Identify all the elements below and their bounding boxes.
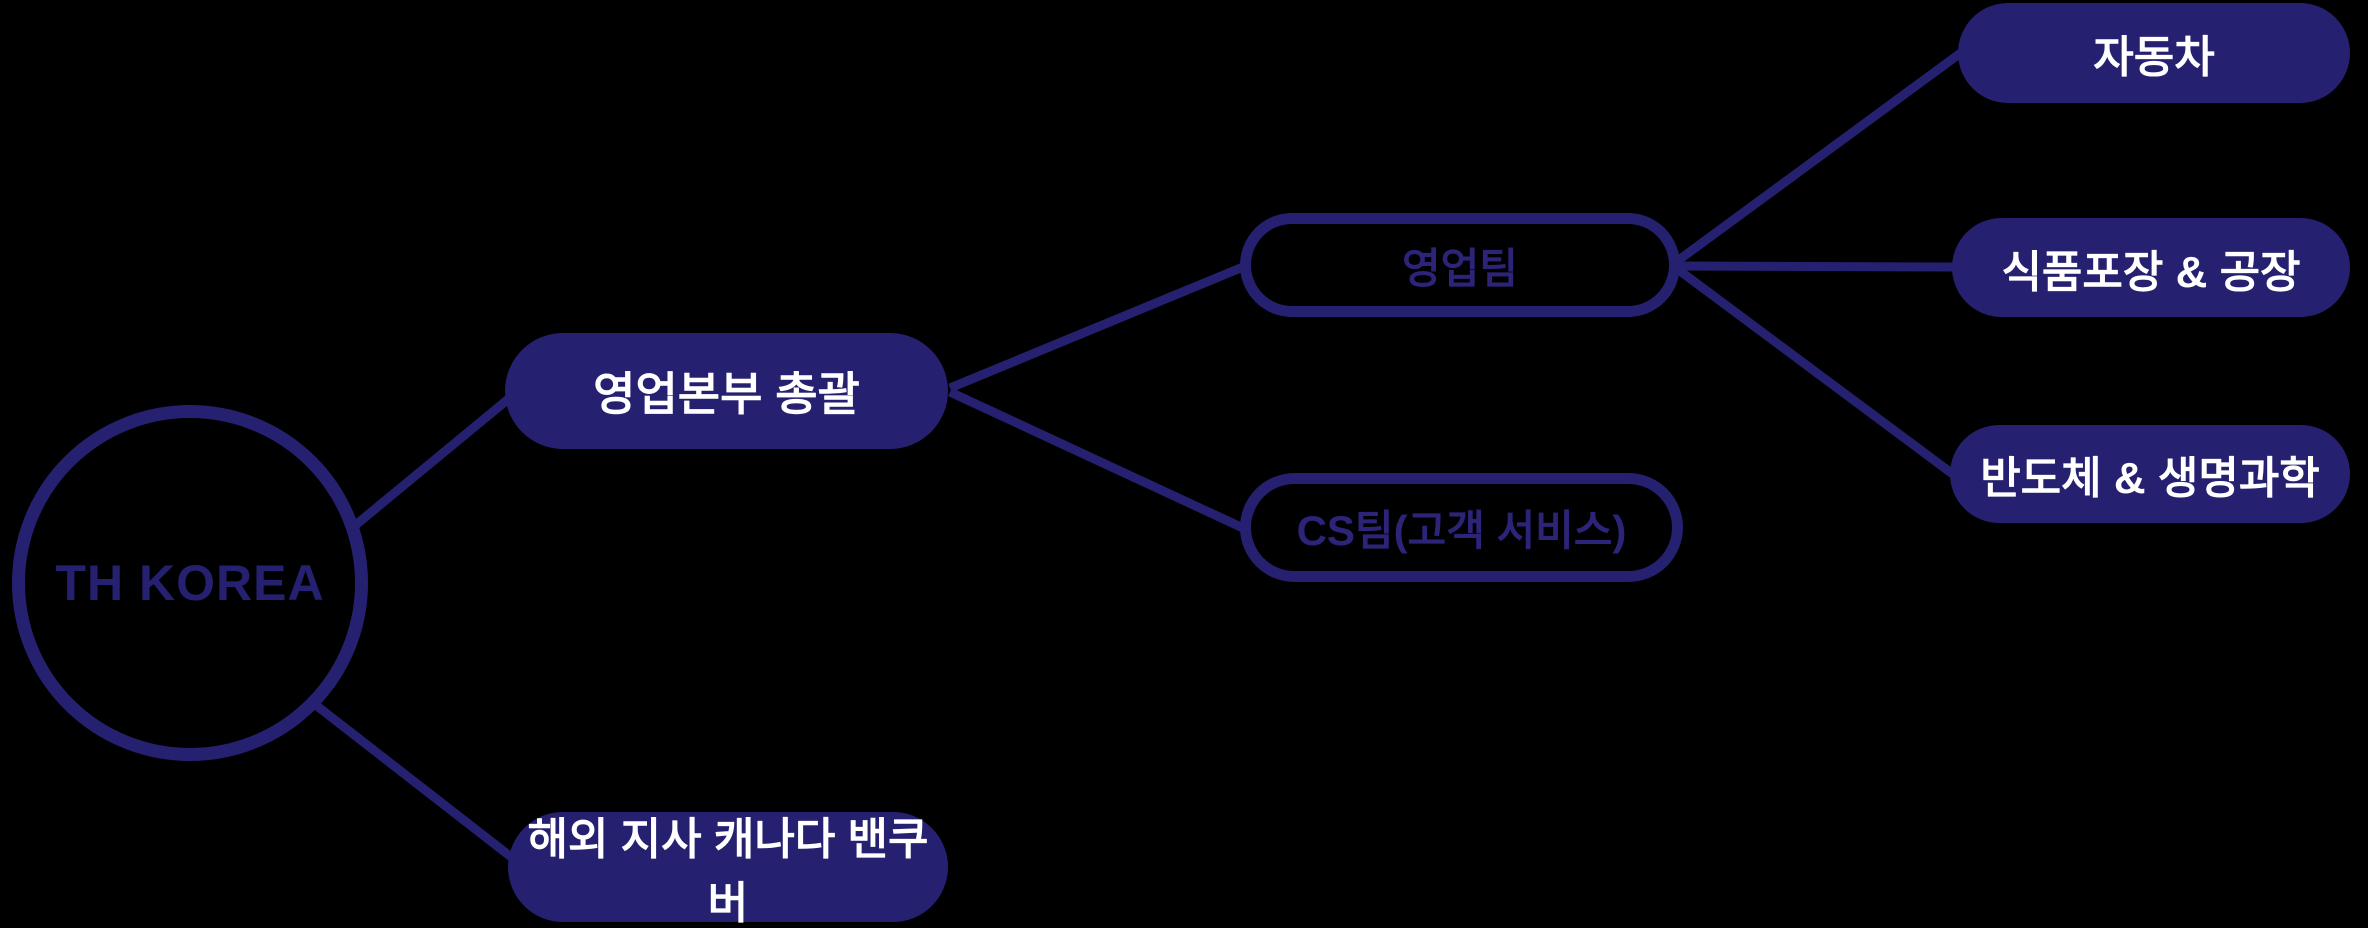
node-overseas[interactable]: 해외 지사 캐나다 밴쿠버 [508,812,948,928]
edge-root-overseas [314,702,518,864]
node-sales-team[interactable]: 영업팀 [1240,213,1680,317]
node-cs-team[interactable]: CS팀(고객 서비스) [1240,473,1683,582]
node-root-label: TH KOREA [55,555,325,611]
edge-sales-hq-cs-team [948,387,1245,533]
edge-root-sales-hq [349,392,515,532]
node-root[interactable]: TH KOREA [12,405,368,761]
node-semiconductor[interactable]: 반도체 & 생명과학 [1950,425,2350,523]
node-semiconductor-label: 반도체 & 생명과학 [1980,454,2320,503]
node-sales-hq-label: 영업본부 총괄 [593,368,860,420]
edge-sales-team-semiconductor [1673,264,1957,479]
node-food-packaging[interactable]: 식품포장 & 공장 [1952,218,2350,317]
node-sales-team-label: 영업팀 [1402,244,1518,292]
node-cs-team-label: CS팀(고객 서비스) [1296,507,1627,554]
node-overseas-label: 해외 지사 캐나다 밴쿠버 [527,815,929,928]
node-sales-hq[interactable]: 영업본부 총괄 [505,333,948,449]
node-food-packaging-label: 식품포장 & 공장 [2001,247,2301,297]
edge-sales-team-automotive [1673,48,1965,266]
edge-sales-hq-sales-team [948,262,1245,393]
node-automotive-label: 자동차 [2093,33,2215,82]
node-automotive[interactable]: 자동차 [1958,3,2350,103]
edge-sales-team-food-packaging [1675,261,1957,272]
